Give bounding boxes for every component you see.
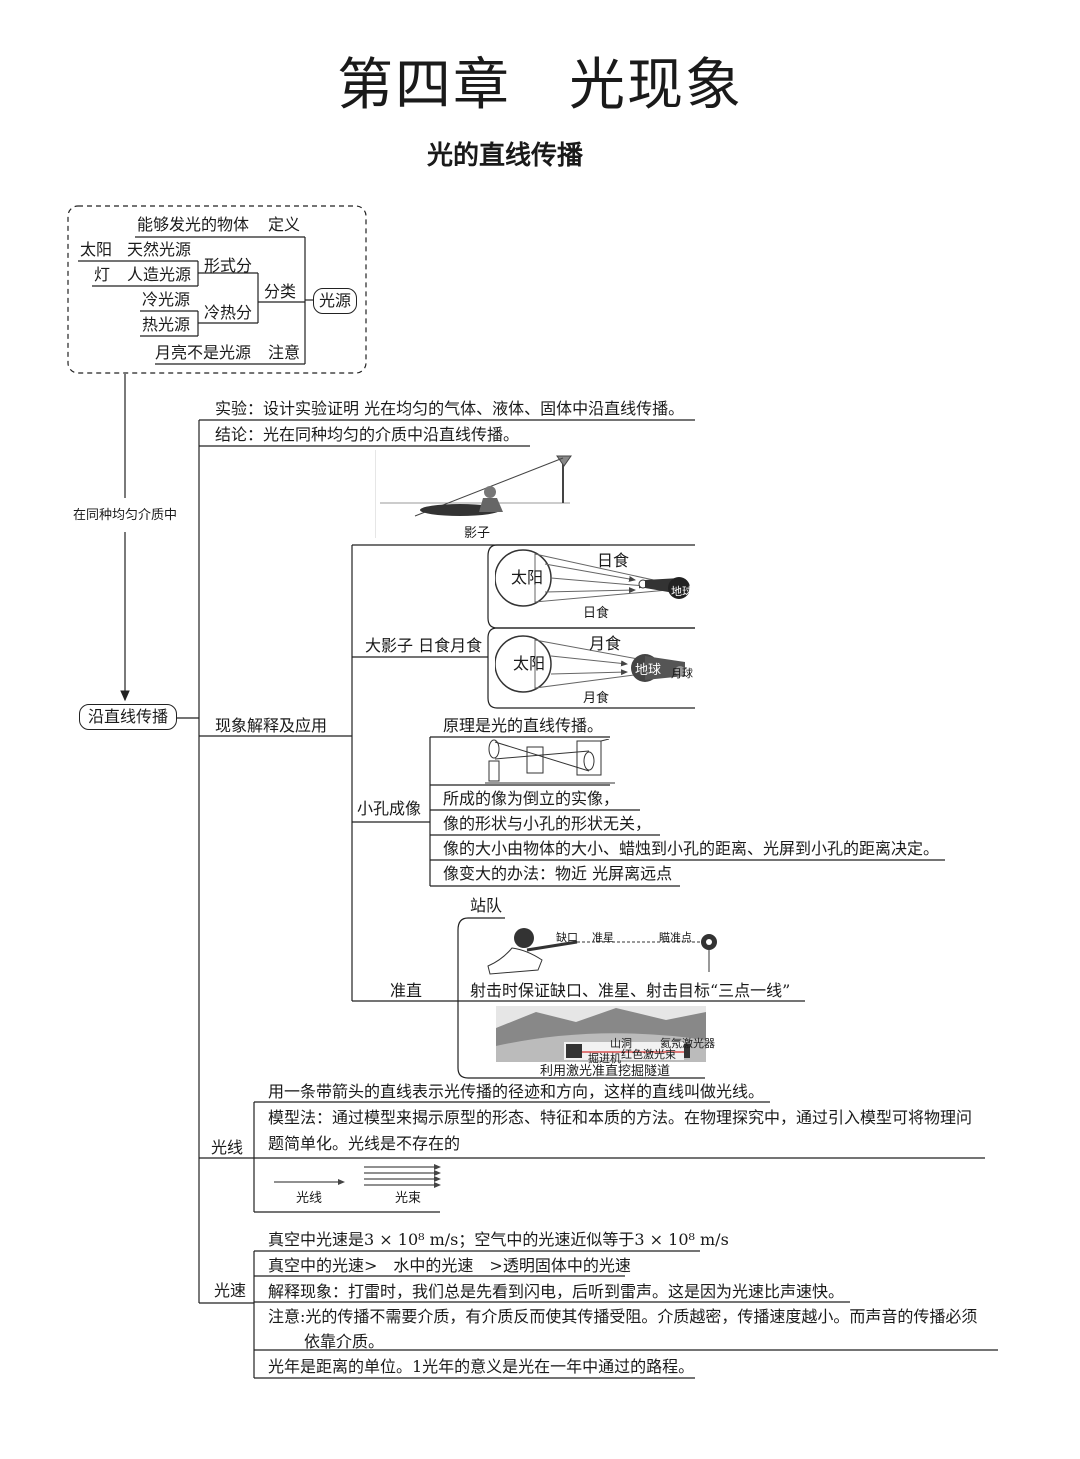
lunar-top-label: 月食 (589, 634, 622, 653)
queue-text: 站队 (470, 896, 503, 915)
pinhole-principle: 原理是光的直线传播。 (443, 716, 604, 735)
natural-example: 太阳 (80, 240, 113, 259)
solar-earth: 地球 (671, 585, 693, 598)
experiment-text: 实验：设计实验证明 光在均匀的气体、液体、固体中沿直线传播。 (215, 399, 685, 418)
solar-top-label: 日食 (597, 551, 630, 570)
solar-eclipse-figure (495, 549, 691, 607)
tunnel-figure (496, 1006, 706, 1062)
natural-source: 天然光源 (127, 240, 192, 259)
conclusion-text: 结论：光在同种均匀的介质中沿直线传播。 (215, 425, 520, 444)
ray-item-1: 用一条带箭头的直线表示光传播的径迹和方向，这样的直线叫做光线。 (268, 1082, 765, 1101)
pinhole-figure (485, 739, 615, 784)
definition-text: 能够发光的物体 (137, 215, 250, 234)
solar-caption: 日食 (583, 606, 610, 621)
shadow-caption: 影子 (464, 526, 491, 541)
aim-text: 射击时保证缺口、准星、射击目标“三点一线” (470, 981, 791, 1000)
hot-source: 热光源 (142, 315, 191, 334)
speed-label: 光速 (214, 1281, 247, 1300)
ray-item-2b: 题简单化。光线是不存在的 (268, 1134, 461, 1153)
shadow-figure (375, 450, 572, 538)
cold-source: 冷光源 (142, 290, 191, 309)
rifle-target: 瞄准点 (659, 931, 692, 944)
definition-label: 定义 (268, 215, 301, 234)
note-text: 月亮不是光源 (155, 343, 252, 362)
ray-label: 光线 (211, 1138, 244, 1157)
lunar-caption: 月食 (583, 691, 610, 706)
tunnel-machine: 掘进机 (588, 1052, 621, 1065)
lunar-earth: 地球 (635, 663, 662, 678)
speed-item-3: 解释现象：打雷时，我们总是先看到闪电，后听到雷声。这是因为光速比声速快。 (268, 1282, 845, 1301)
pinhole-label: 小孔成像 (357, 799, 422, 818)
tunnel-mountain: 山洞 (610, 1037, 632, 1050)
beam-caption: 光束 (395, 1191, 422, 1206)
chapter-title: 第四章 光现象 (337, 53, 743, 118)
lunar-sun: 太阳 (513, 654, 546, 673)
rifle-sight: 准星 (592, 931, 614, 944)
rifle-notch: 缺口 (556, 931, 578, 944)
section-title: 光的直线传播 (426, 141, 583, 171)
pinhole-item-4: 像变大的办法：物近 光屏离远点 (443, 864, 673, 883)
light-source-box (67, 205, 367, 374)
collimate-label: 准直 (390, 981, 423, 1000)
pinhole-item-2: 像的形状与小孔的形状无关， (443, 814, 652, 833)
artificial-example: 灯 (94, 265, 111, 284)
tunnel-beam: 红色激光束 (621, 1048, 676, 1061)
speed-item-1: 真空中光速是3 × 10⁸ m/s；空气中的光速近似等于3 × 10⁸ m/s (268, 1230, 729, 1249)
arrow-label: 在同种均匀介质中 (73, 508, 178, 523)
classify-label: 分类 (264, 282, 297, 301)
artificial-source: 人造光源 (127, 265, 192, 284)
pinhole-item-3: 像的大小由物体的大小、蜡烛到小孔的距离、光屏到小孔的距离决定。 (443, 839, 940, 858)
speed-item-2: 真空中的光速> 水中的光速 >透明固体中的光速 (268, 1256, 631, 1275)
main-node: 沿直线传播 (79, 704, 177, 730)
light-source-node: 光源 (313, 288, 357, 314)
eclipse-label: 大影子 日食月食 (365, 636, 483, 655)
lunar-moon: 月球 (671, 667, 693, 680)
lunar-eclipse-figure (495, 635, 688, 693)
speed-item-5: 光年是距离的单位。1光年的意义是光在一年中通过的路程。 (268, 1357, 695, 1376)
form-label: 形式分 (204, 256, 253, 275)
speed-item-4b: 依靠介质。 (304, 1332, 385, 1351)
tunnel-caption: 利用激光准直挖掘隧道 (540, 1064, 671, 1079)
phenomena-label: 现象解释及应用 (215, 716, 328, 735)
ray-item-2a: 模型法：通过模型来揭示原型的形态、特征和本质的方法。在物理探究中，通过引入模型可… (268, 1108, 973, 1127)
temp-label: 冷热分 (204, 303, 253, 322)
solar-sun: 太阳 (511, 568, 544, 587)
note-label: 注意 (268, 343, 301, 362)
pinhole-item-1: 所成的像为倒立的实像， (443, 789, 620, 808)
tunnel-laser: 氦氖激光器 (660, 1037, 715, 1050)
ray-caption: 光线 (296, 1191, 323, 1206)
speed-item-4a: 注意:光的传播不需要介质，有介质反而使其传播受阻。介质越密，传播速度越小。而声音… (268, 1307, 978, 1326)
ray-beam-figure (274, 1164, 441, 1188)
rifle-figure (487, 928, 717, 975)
